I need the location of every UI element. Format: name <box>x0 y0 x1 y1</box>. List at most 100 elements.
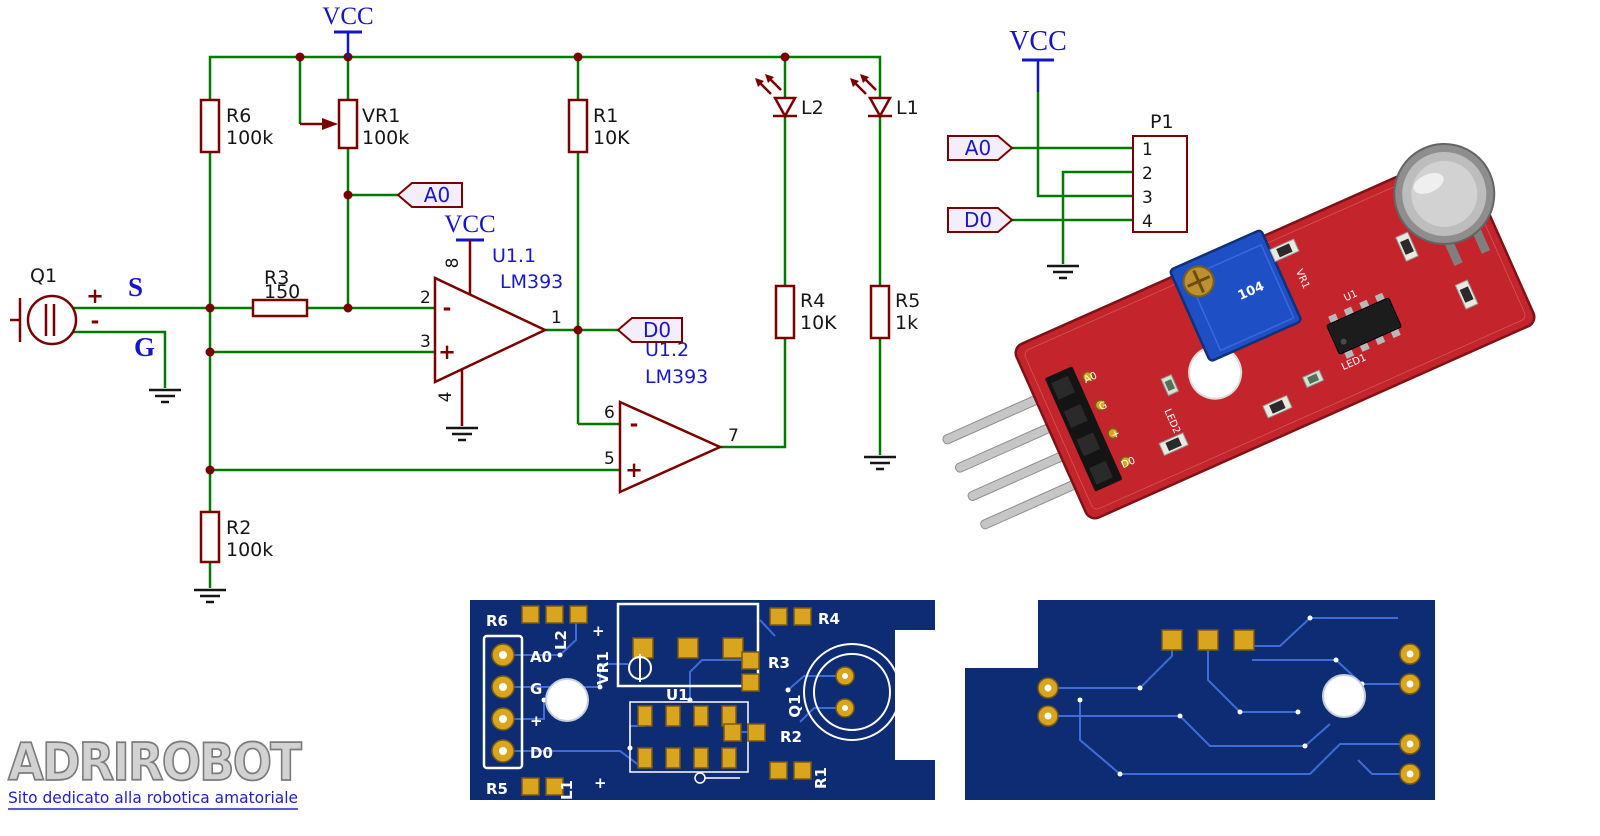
pcb-front-label-d0: D0 <box>530 744 553 762</box>
p1-ref: P1 <box>1150 111 1174 133</box>
pcb-front-hole <box>545 678 589 722</box>
u11-pin8: 8 <box>443 258 463 269</box>
r4-ref: R4 <box>800 290 825 312</box>
pcb-front-label-vr1: VR1 <box>594 651 612 685</box>
u11-minus-sign: - <box>443 296 452 320</box>
r5-value: 1k <box>895 312 918 334</box>
microphone-capsule <box>1393 142 1496 245</box>
logo: ADRIROBOT Sito dedicato alla robotica am… <box>7 732 305 810</box>
r1-value: 10K <box>593 127 630 149</box>
microphone-q1: Q1 + - <box>10 265 104 346</box>
resistor-r4: R4 10K <box>774 284 837 340</box>
r6-value: 100k <box>226 127 273 149</box>
pcb-back-hole <box>1322 674 1366 718</box>
u12-ref: U1.2 <box>645 339 689 361</box>
r4-value: 10K <box>800 312 837 334</box>
logo-title: ADRIROBOT <box>8 733 302 793</box>
connector-p1: P1 1 2 3 4 <box>1132 111 1188 233</box>
port-d0-conn-label: D0 <box>964 208 992 232</box>
r3-value: 150 <box>264 281 300 303</box>
u11-pin1: 1 <box>551 308 562 328</box>
pcb-front-label-plus-top: + <box>592 622 605 640</box>
opamp-u12: - + U1.2 LM393 6 5 7 <box>604 339 739 494</box>
led-l1: L1 <box>850 74 919 119</box>
ground-icon-mic <box>149 388 181 404</box>
logo-subtitle: Sito dedicato alla robotica amatoriale <box>8 788 298 807</box>
pcb-front-label-r3: R3 <box>768 654 790 672</box>
pcb-front-header-pads <box>491 643 515 763</box>
junction-dots <box>205 52 790 475</box>
port-d0-connector: D0 <box>947 207 1014 233</box>
pcb-layout-front: R6 L2 + A0 G + D0 R5 L1 + VR1 U1 R4 R3 Q… <box>470 600 935 800</box>
p1-pin-1: 1 <box>1142 140 1153 160</box>
net-label-s: S <box>128 272 143 302</box>
ground-icon-u11 <box>446 426 478 442</box>
opamp-u11: - + U1.1 LM393 2 3 1 8 4 <box>420 245 563 426</box>
resistor-r3: R3 150 <box>251 267 309 318</box>
r6-ref: R6 <box>226 105 251 127</box>
pcb-front-label-g: G <box>530 680 542 698</box>
pcb-layout-back <box>965 600 1435 800</box>
vcc-symbol-p1: VCC <box>1009 26 1067 92</box>
q1-plus-sign: + <box>86 284 104 308</box>
led-l2: L2 <box>755 74 824 119</box>
l2-ref: L2 <box>801 97 824 119</box>
schematic-wires <box>73 55 1133 588</box>
pcb-back-board <box>965 600 1435 800</box>
u11-pin2: 2 <box>420 288 431 308</box>
header-pins <box>942 389 1091 530</box>
pcb-front-label-r6: R6 <box>486 612 508 630</box>
module-photo: A0 G + D0 104 VR1 U1 <box>942 142 1536 530</box>
pcb-front-board <box>470 600 935 800</box>
resistor-r5: R5 1k <box>869 284 920 340</box>
resistor-r1: R1 10K <box>567 98 630 154</box>
pcb-front-label-l1: L1 <box>558 780 576 800</box>
header-plastic <box>1045 366 1132 492</box>
net-label-g: G <box>134 332 155 362</box>
q1-minus-sign: - <box>91 309 100 333</box>
vcc-label-main: VCC <box>322 3 373 30</box>
vcc-symbol-main: VCC <box>322 3 374 57</box>
u11-plus-sign: + <box>438 340 456 364</box>
pcb-front-discrete-pads <box>723 607 812 780</box>
pcb-front-label-r5: R5 <box>486 780 508 798</box>
port-a0-schematic: A0 <box>396 182 463 208</box>
p1-pin-2: 2 <box>1142 164 1153 184</box>
pcb-front-header-outline <box>482 634 524 770</box>
u12-pin7: 7 <box>728 426 739 446</box>
ground-icon-r2 <box>194 588 226 604</box>
pcb-front-label-l2: L2 <box>552 630 570 650</box>
pcb-back-pads <box>1037 629 1421 785</box>
pcb-front-label-u1: U1 <box>666 686 689 704</box>
r1-ref: R1 <box>593 105 618 127</box>
ground-icon-p1 <box>1047 264 1079 280</box>
pcb-front-edge-pads <box>521 605 588 796</box>
p1-pin-4: 4 <box>1142 212 1153 232</box>
photo-silk-d0: D0 <box>1120 455 1137 471</box>
smd-components <box>1158 231 1479 457</box>
u12-pin6: 6 <box>604 403 615 423</box>
pcb-front-q1-footprint <box>803 643 901 741</box>
pcb-front-label-a0: A0 <box>530 648 552 666</box>
port-a0-connector: A0 <box>947 135 1014 161</box>
u12-plus-sign: + <box>625 458 643 482</box>
vcc-symbol-u11: VCC <box>444 211 496 295</box>
pcb-front-vr1-footprint <box>616 602 760 688</box>
pcb-front-label-r4: R4 <box>818 610 840 628</box>
photo-silk-a0: A0 <box>1082 371 1099 386</box>
u12-pin5: 5 <box>604 449 615 469</box>
u12-part: LM393 <box>645 366 708 388</box>
l1-ref: L1 <box>896 97 919 119</box>
pcb-front-label-q1: Q1 <box>786 694 804 717</box>
p1-pin-3: 3 <box>1142 188 1153 208</box>
pcb-front-label-r2: R2 <box>780 728 802 746</box>
u12-minus-sign: - <box>630 412 639 436</box>
resistor-r6: R6 100k <box>199 98 273 154</box>
u11-part: LM393 <box>500 271 563 293</box>
pcb-front-label-plus: + <box>530 712 543 730</box>
port-a0-label: A0 <box>424 183 450 207</box>
port-a0-conn-label: A0 <box>965 136 991 160</box>
photo-silk-plus: + <box>1110 428 1122 441</box>
trimmer-vr1: VR1 100k <box>300 98 409 150</box>
